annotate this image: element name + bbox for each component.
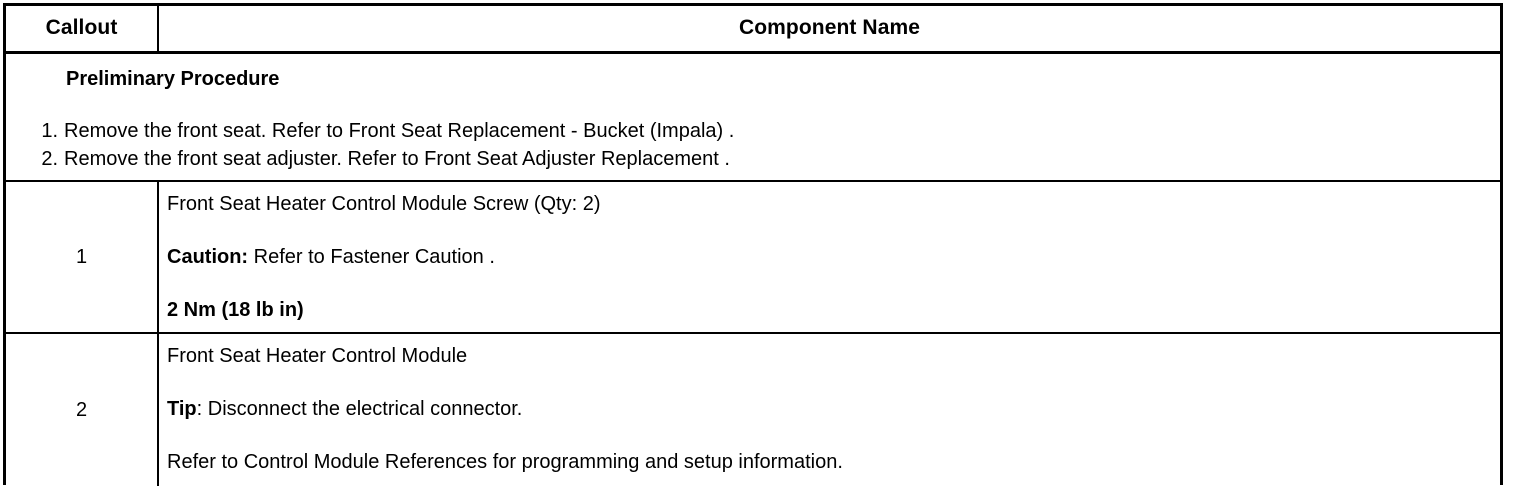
caution-text: Refer to Fastener Caution . <box>248 246 495 268</box>
component-detail-cell: Front Seat Heater Control Module Tip: Di… <box>158 333 1500 486</box>
column-header-callout: Callout <box>6 6 159 54</box>
table-row: 1 Front Seat Heater Control Module Screw… <box>6 181 1500 334</box>
reference-note-line: Refer to Control Module References for p… <box>167 451 843 473</box>
tip-line: Tip: Disconnect the electrical connector… <box>167 398 1500 421</box>
table-row: 2 Front Seat Heater Control Module Tip: … <box>6 333 1500 486</box>
service-procedure-table-container: Callout Component Name Preliminary Proce… <box>3 3 1503 486</box>
caution-line: Caution: Refer to Fastener Caution . <box>167 246 1500 269</box>
preliminary-procedure-row: Preliminary Procedure Remove the front s… <box>6 52 1500 182</box>
tip-label: Tip <box>167 398 197 420</box>
component-name-line: Front Seat Heater Control Module <box>167 345 468 367</box>
service-procedure-table: Callout Component Name Preliminary Proce… <box>6 6 1500 486</box>
table-header-row: Callout Component Name <box>6 6 1500 54</box>
component-detail-lines: Front Seat Heater Control Module Screw (… <box>159 182 1500 322</box>
preliminary-procedure-title: Preliminary Procedure <box>66 67 280 90</box>
callout-number: 1 <box>6 181 159 334</box>
list-item: Remove the front seat adjuster. Refer to… <box>32 145 730 173</box>
callout-number: 2 <box>6 333 159 486</box>
tip-text: : Disconnect the electrical connector. <box>196 398 523 420</box>
preliminary-procedure-cell: Preliminary Procedure Remove the front s… <box>6 52 1500 182</box>
component-detail-cell: Front Seat Heater Control Module Screw (… <box>158 181 1500 334</box>
caution-label: Caution: <box>167 246 249 268</box>
component-name-line: Front Seat Heater Control Module Screw (… <box>167 193 601 215</box>
preliminary-procedure-list: Remove the front seat. Refer to Front Se… <box>6 117 1500 173</box>
column-header-component-name: Component Name <box>158 6 1500 54</box>
component-detail-lines: Front Seat Heater Control Module Tip: Di… <box>159 334 1500 474</box>
torque-spec-line: 2 Nm (18 lb in) <box>167 299 304 321</box>
list-item: Remove the front seat. Refer to Front Se… <box>32 117 735 145</box>
